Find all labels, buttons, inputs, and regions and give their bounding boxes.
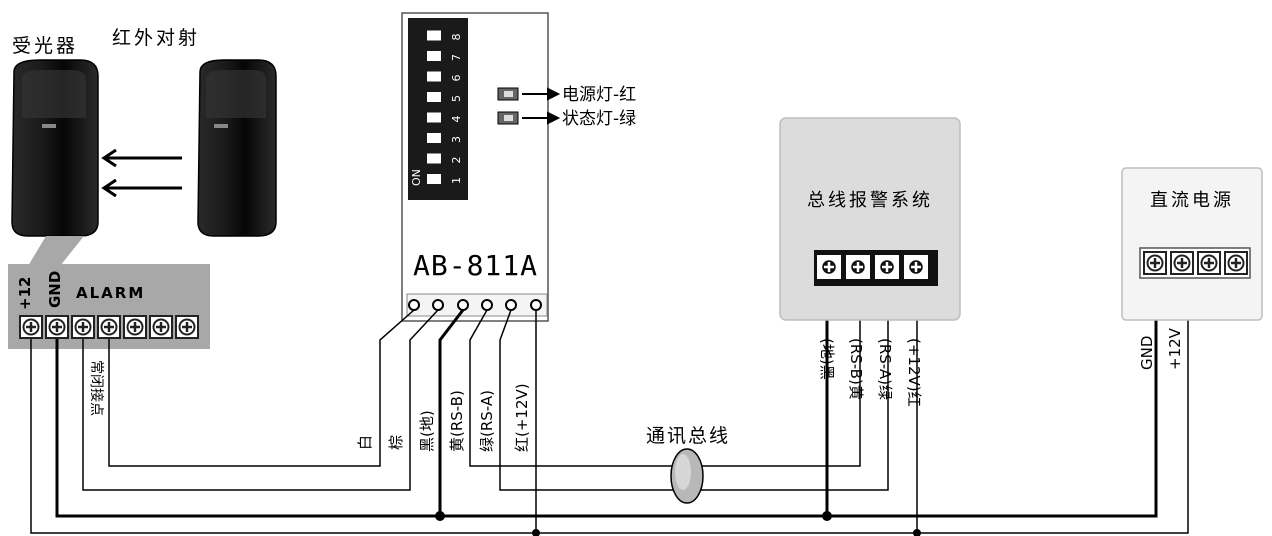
- dip-number-6: 6: [450, 75, 463, 82]
- wire-label-red: 红(+12V): [513, 383, 531, 452]
- dip-switch-1: [427, 174, 441, 184]
- wire-label-black: 黑(地): [418, 410, 436, 452]
- module-terminal-holes: [406, 293, 548, 317]
- dip-on-label: ON: [410, 169, 423, 186]
- wire-label-white: 白: [356, 435, 374, 450]
- terminal-label-plus12: +12: [16, 277, 34, 310]
- dip-number-1: 1: [450, 177, 463, 184]
- led-power: [497, 87, 519, 101]
- wiring: [30, 268, 1189, 534]
- wire-label-yellow: 黄(RS-B): [448, 390, 466, 452]
- power-supply-box: [1121, 167, 1263, 321]
- detector-terminal-screws: [18, 314, 200, 340]
- dip-number-2: 2: [450, 157, 463, 164]
- dip-switch-block: [408, 18, 468, 200]
- power-wire-label-12v: +12V: [1166, 327, 1184, 370]
- power-wire-label-gnd: GND: [1138, 336, 1156, 370]
- terminal-label-alarm: ALARM: [76, 284, 145, 302]
- module-model: AB-811A: [413, 249, 538, 282]
- receiver-detector-image: [11, 59, 99, 237]
- callout-wedge: [28, 236, 84, 266]
- dip-switch-2: [427, 153, 441, 164]
- dip-switch-3: [427, 133, 441, 143]
- alarm-system-title: 总线报警系统: [807, 190, 933, 211]
- alarm-wire-label-black: (地)黑: [818, 338, 836, 380]
- dip-number-5: 5: [450, 95, 463, 102]
- nc-contact-label: 常闭接点: [88, 360, 105, 416]
- dip-switch-4: [427, 112, 441, 123]
- alarm-wire-label-yellow: (RS-B)黄: [847, 338, 865, 400]
- junction-dots: [435, 511, 921, 536]
- dip-number-4: 4: [450, 116, 463, 123]
- led-status: [497, 111, 519, 125]
- bus-label: 通讯总线: [646, 425, 730, 447]
- dip-switch-7: [427, 51, 441, 61]
- dip-number-7: 7: [450, 54, 463, 61]
- dip-switch-5: [427, 92, 441, 102]
- bus-ferrite: [670, 448, 704, 504]
- dip-number-8: 8: [450, 34, 463, 41]
- beam-arrows: [101, 148, 182, 198]
- wire-label-brown: 棕: [387, 435, 405, 450]
- led-status-label: 状态灯-绿: [562, 109, 636, 129]
- alarm-wire-label-red: (+12V)红: [905, 338, 923, 407]
- terminal-label-gnd: GND: [46, 271, 64, 308]
- alarm-wire-label-green: (RS-A)绿: [876, 338, 894, 400]
- dip-switch-6: [427, 71, 441, 82]
- led-arrows: [522, 87, 561, 125]
- emitter-detector-image: [197, 59, 277, 237]
- dip-number-3: 3: [450, 136, 463, 143]
- wire-label-green: 绿(RS-A): [478, 390, 496, 452]
- led-power-label: 电源灯-红: [562, 85, 636, 105]
- emitter-label: 红外对射: [112, 27, 200, 49]
- power-supply-title: 直流电源: [1150, 190, 1234, 211]
- receiver-label: 受光器: [12, 35, 78, 57]
- dip-switch-8: [427, 30, 441, 41]
- alarm-system-box: [779, 117, 961, 321]
- dip-switches: 1 2 3 4 5 6 7 8: [427, 30, 463, 184]
